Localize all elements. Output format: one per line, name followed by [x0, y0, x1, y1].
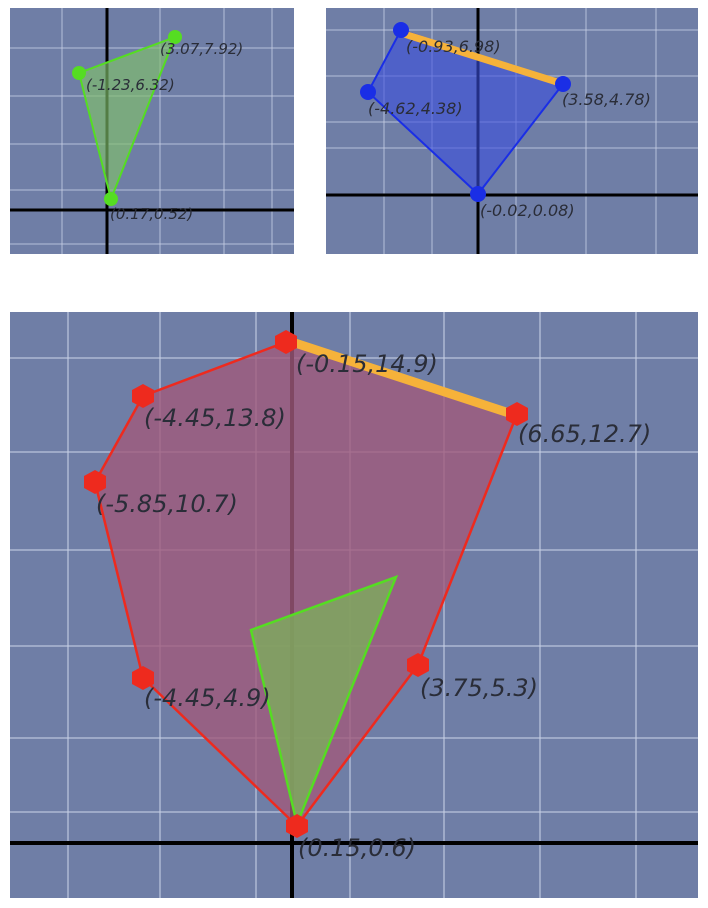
vertex-point — [132, 384, 154, 408]
vertex-point — [168, 30, 182, 44]
vertex-label: (-0.93,6.98) — [406, 37, 501, 56]
vertex-label: (3.58,4.78) — [562, 90, 651, 109]
vertex-point — [555, 76, 571, 92]
green-triangle-overlay — [249, 574, 399, 829]
vertex-label: (-0.02,0.08) — [480, 201, 575, 220]
vertex-point — [286, 814, 308, 838]
vertex-point — [470, 186, 486, 202]
vertex-label: (0.15,0.6) — [298, 834, 416, 862]
vertex-point — [506, 402, 528, 426]
vertex-point — [104, 192, 118, 206]
vertex-label: (3.75,5.3) — [420, 674, 538, 702]
vertex-label: (-4.62,4.38) — [368, 99, 463, 118]
highlighted-edge — [287, 337, 517, 419]
blue-quadrilateral-plot: (-0.93,6.98) (3.58,4.78) (-0.02,0.08) (-… — [326, 8, 698, 254]
vertex-point — [72, 66, 86, 80]
green-triangle-plot: (3.07,7.92) (-1.23,6.32) (0.17,0.52) — [10, 8, 294, 254]
vertex-label: (-1.23,6.32) — [86, 76, 175, 94]
vertex-point — [360, 84, 376, 100]
vertex-label: (-4.45,13.8) — [144, 404, 286, 432]
vertex-label: (3.07,7.92) — [160, 40, 243, 58]
vertex-label: (-4.45,4.9) — [144, 684, 271, 712]
vertex-label: (0.17,0.52) — [110, 205, 193, 223]
green-triangle-panel: (3.07,7.92) (-1.23,6.32) (0.17,0.52) — [10, 8, 294, 254]
vertex-point — [132, 666, 154, 690]
red-polygon-plot: (-0.15,14.9) (6.65,12.7) (3.75,5.3) (0.1… — [10, 312, 698, 898]
green-triangle — [77, 35, 177, 203]
vertex-label: (-0.15,14.9) — [296, 350, 438, 378]
vertex-label: (6.65,12.7) — [518, 420, 651, 448]
blue-quadrilateral-panel: (-0.93,6.98) (3.58,4.78) (-0.02,0.08) (-… — [326, 8, 698, 254]
highlighted-edge — [397, 29, 561, 86]
vertex-point — [407, 653, 429, 677]
vertex-point — [393, 22, 409, 38]
vertex-label: (-5.85,10.7) — [96, 490, 238, 518]
red-polygon-panel: (-0.15,14.9) (6.65,12.7) (3.75,5.3) (0.1… — [10, 312, 698, 898]
vertex-point — [275, 330, 297, 354]
vertex-point — [84, 470, 106, 494]
red-polygon — [93, 340, 519, 828]
